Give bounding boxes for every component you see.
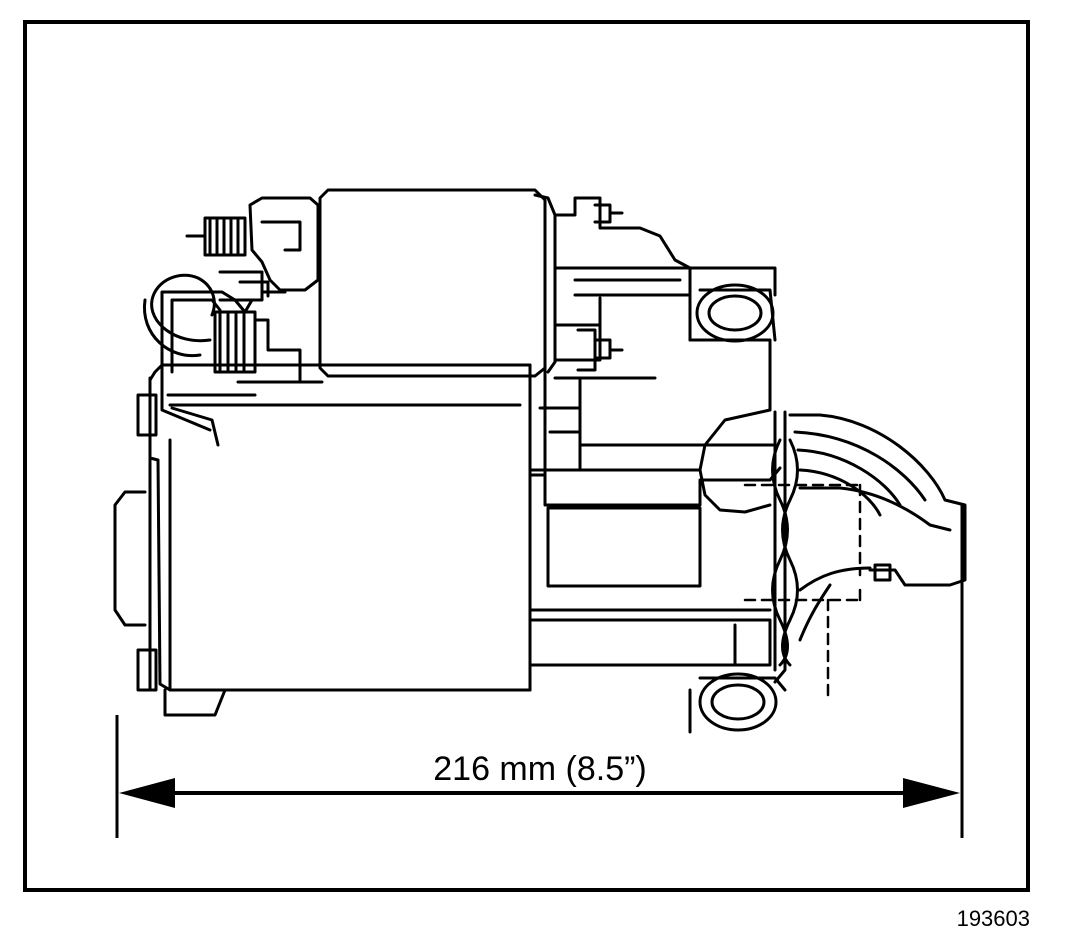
figure-id: 193603 xyxy=(957,906,1030,931)
solenoid-body xyxy=(318,188,777,378)
dimension-arrow-right xyxy=(903,778,960,808)
mounting-ears xyxy=(688,283,787,734)
hidden-lines xyxy=(743,483,862,697)
dimension-label: 216 mm (8.5”) xyxy=(433,750,647,788)
housing-studs xyxy=(576,203,624,372)
drive-nose xyxy=(771,410,967,684)
dimension-arrow-left xyxy=(119,778,175,808)
solenoid-lead-loop xyxy=(142,273,216,358)
motor-frame xyxy=(148,363,532,717)
starter-motor-drawing xyxy=(113,188,967,734)
length-dimension xyxy=(115,505,964,838)
solenoid-terminals xyxy=(185,196,324,384)
figure-border xyxy=(23,20,1030,892)
drive-housing xyxy=(528,266,782,692)
field-lead-strap xyxy=(160,290,257,447)
